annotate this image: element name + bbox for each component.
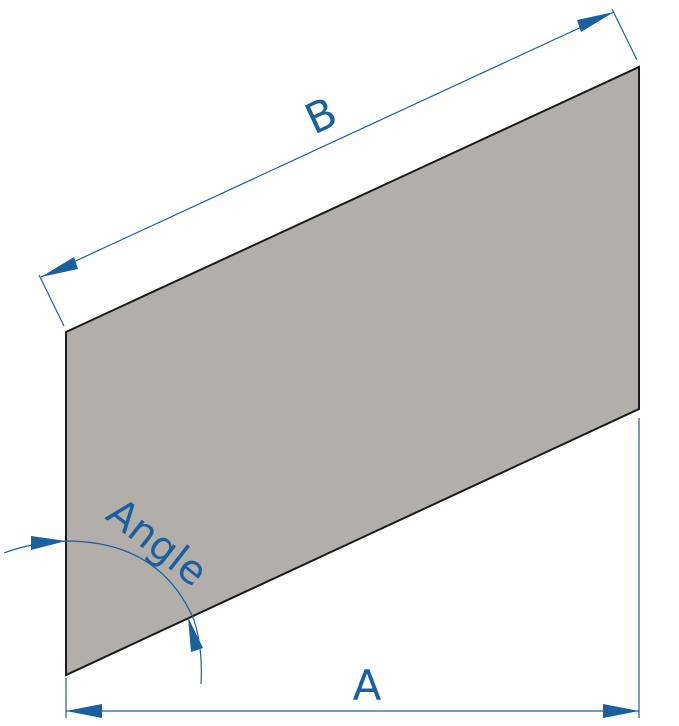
dimension-a: A [65, 418, 640, 718]
dimension-b-extension-left [38, 274, 65, 327]
dimension-a-label: A [353, 661, 382, 710]
dimension-b-line [40, 11, 615, 278]
dimension-a-arrow-left [66, 704, 102, 718]
angle-arrow-top [31, 536, 66, 550]
angle-arrow-bottom [188, 617, 203, 652]
dimension-a-arrow-right [603, 704, 639, 718]
dimension-b-arrow-left [41, 257, 78, 277]
dimension-b-arrow-right [577, 12, 614, 32]
dimension-b-extension-right [611, 8, 638, 61]
parallelogram-plate [65, 65, 640, 677]
dimension-b-label: B [298, 87, 345, 144]
dimension-b: B [38, 8, 638, 327]
